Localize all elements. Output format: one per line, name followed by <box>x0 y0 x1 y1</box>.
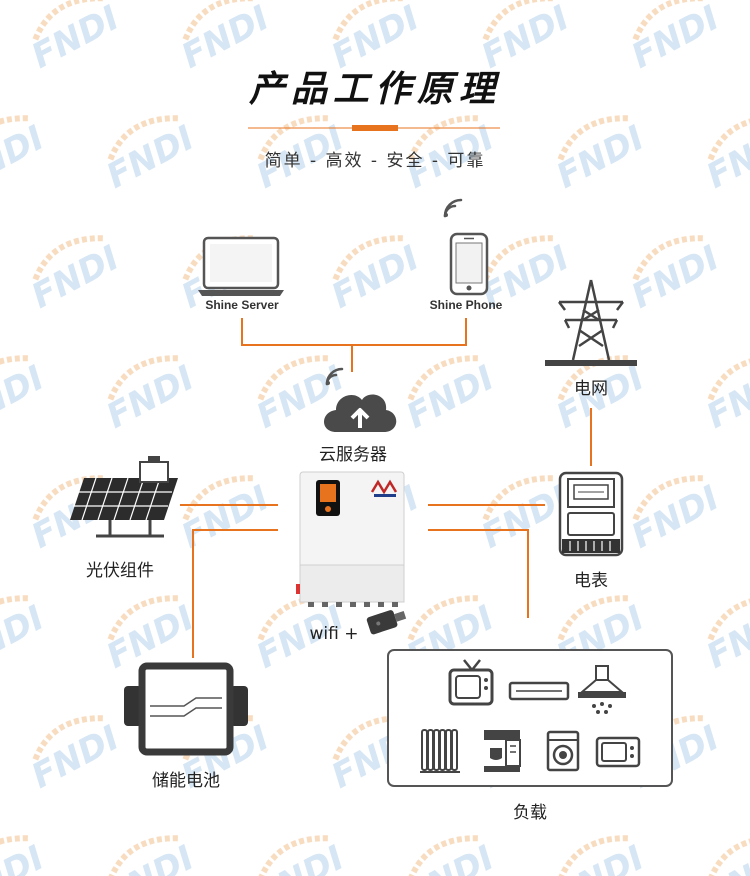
range-hood-icon <box>578 665 626 714</box>
page-title: 产品工作原理 <box>248 69 501 110</box>
wifi-dongle-icon <box>366 610 407 635</box>
inverter-icon <box>296 471 405 607</box>
meter-label: 电表 <box>574 571 608 591</box>
washing-machine-icon <box>546 730 580 772</box>
server-phone-link <box>241 318 467 346</box>
smartphone-icon <box>449 232 489 296</box>
wifi-signal-icon <box>443 198 463 218</box>
cloud-server-label: 云服务器 <box>319 445 387 465</box>
electric-meter-icon <box>558 471 624 557</box>
tv-icon <box>448 659 494 706</box>
battery-label: 储能电池 <box>152 771 220 791</box>
power-tower-icon <box>545 279 637 366</box>
wifi-signal-icon <box>325 367 344 386</box>
load-inverter-link <box>428 529 529 618</box>
microwave-icon <box>595 736 641 768</box>
cloud-upload-icon <box>324 394 397 432</box>
page-subtitle: 简单 - 高效 - 安全 - 可靠 <box>264 151 486 171</box>
shine-phone-label: Shine Phone <box>429 298 503 312</box>
grid-label: 电网 <box>574 379 608 399</box>
oil-heater-icon <box>420 729 460 773</box>
battery-inverter-link <box>192 529 278 658</box>
air-conditioner-icon <box>508 681 570 701</box>
pv-module-label: 光伏组件 <box>86 561 154 581</box>
load-label: 负载 <box>513 803 547 823</box>
wifi-label: wifi + <box>309 624 359 644</box>
laptop-icon <box>198 236 284 296</box>
connection-lines <box>180 318 592 658</box>
battery-icon <box>124 662 248 756</box>
solar-panel-icon <box>70 456 178 538</box>
title-divider <box>248 125 500 131</box>
coffee-machine-icon <box>484 730 521 772</box>
shine-server-label: Shine Server <box>205 298 279 312</box>
